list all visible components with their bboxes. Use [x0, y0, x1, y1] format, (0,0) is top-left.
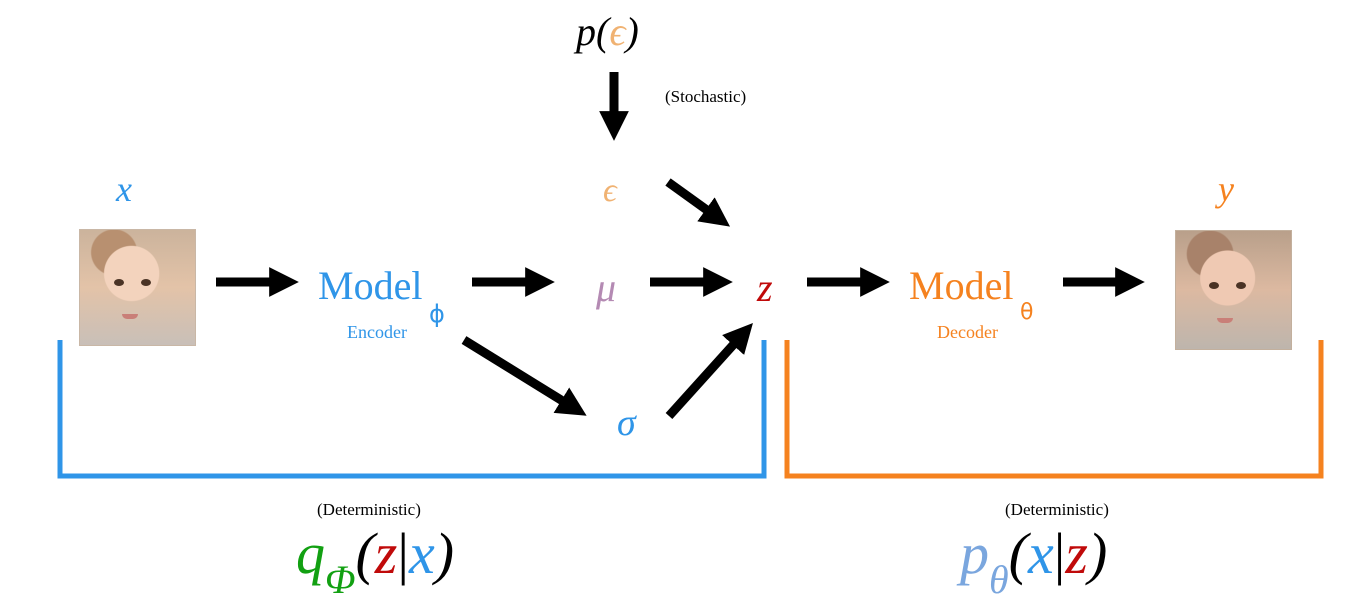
p-formula-sub: θ — [989, 557, 1009, 602]
q-formula-z: z — [374, 521, 398, 586]
decoder-bracket — [784, 340, 1324, 479]
decoder-param-label: θ — [1020, 300, 1034, 325]
p-formula-z: z — [1065, 521, 1088, 586]
arrow-encoder-to-sigma — [461, 336, 587, 416]
encoder-sub-label: Encoder — [347, 322, 407, 342]
deterministic-left-label: (Deterministic) — [317, 500, 421, 519]
q-formula-close: ) — [434, 521, 455, 586]
input-image — [79, 229, 196, 346]
p-formula: pθ(x|z) — [960, 525, 1107, 600]
p-formula-bar: | — [1053, 521, 1066, 586]
x-label: x — [116, 169, 132, 209]
sigma-label: σ — [617, 402, 636, 444]
epsilon-label: ϵ — [603, 172, 617, 209]
p-formula-close: ) — [1087, 521, 1108, 586]
arrow-eps-to-z — [665, 178, 731, 227]
arrow-sigma-to-z — [665, 322, 753, 420]
q-formula: qΦ(z|x) — [296, 525, 454, 600]
encoder-bracket — [57, 340, 767, 479]
mu-label: μ — [596, 265, 617, 310]
y-label: y — [1218, 169, 1234, 209]
decoder-model-label: Model — [909, 263, 1014, 308]
p-formula-p: p — [960, 521, 989, 586]
input-image-right-eye — [141, 279, 151, 286]
q-formula-sub: Φ — [325, 557, 356, 602]
p-epsilon-label: p(ϵ) — [576, 8, 639, 55]
p-formula-x: x — [1027, 521, 1054, 586]
deterministic-right-label: (Deterministic) — [1005, 500, 1109, 519]
p-epsilon-close: ) — [625, 9, 639, 54]
output-image — [1175, 230, 1292, 350]
p-epsilon-p: p( — [576, 9, 610, 54]
q-formula-x: x — [408, 521, 435, 586]
output-image-left-eye — [1209, 282, 1219, 289]
output-image-right-eye — [1236, 282, 1246, 289]
p-epsilon-eps: ϵ — [609, 9, 626, 54]
p-formula-open: ( — [1008, 521, 1028, 586]
q-formula-bar: | — [397, 521, 409, 586]
input-image-mouth — [122, 314, 138, 319]
encoder-param-label: ϕ — [429, 300, 445, 328]
q-formula-open: ( — [355, 521, 375, 586]
encoder-model-label: Model — [318, 263, 423, 308]
input-image-left-eye — [114, 279, 124, 286]
q-formula-q: q — [296, 521, 325, 586]
decoder-sub-label: Decoder — [937, 322, 998, 342]
stochastic-label: (Stochastic) — [665, 87, 747, 106]
z-label: z — [757, 265, 773, 310]
output-image-mouth — [1217, 318, 1233, 323]
